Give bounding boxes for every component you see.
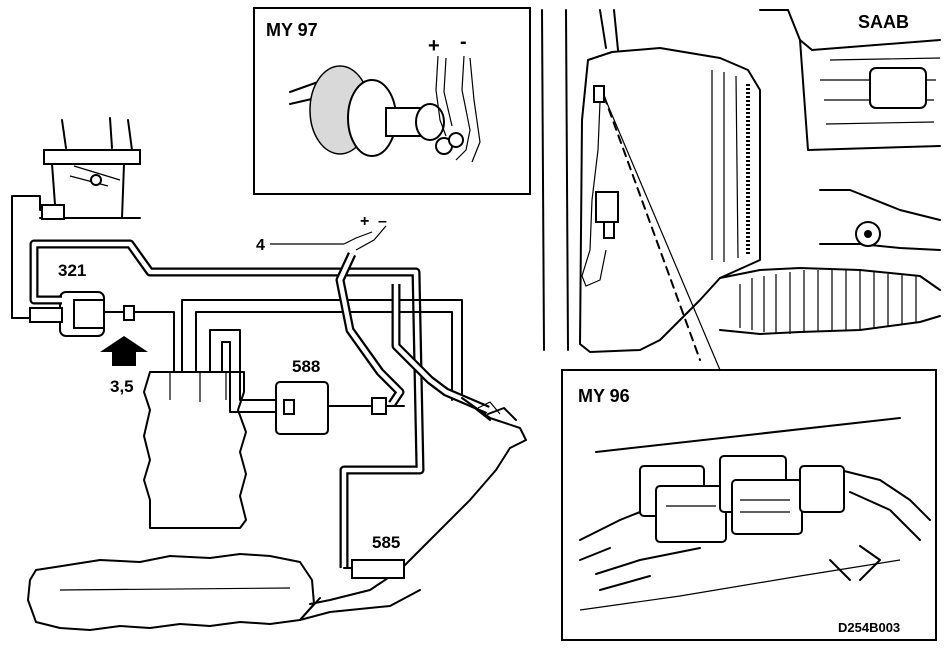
brand-badge: SAAB bbox=[858, 12, 909, 32]
purge-valve bbox=[11, 291, 135, 337]
inset-my96: MY 96 bbox=[561, 369, 937, 641]
wire-plus-sign: + bbox=[360, 213, 369, 230]
engine-bay-view: SAAB bbox=[541, 9, 941, 371]
inset-my97-title: MY 97 bbox=[266, 20, 318, 40]
label-3-5: 3,5 bbox=[110, 377, 134, 396]
figure-id: D254B003 bbox=[838, 620, 900, 635]
flow-arrow bbox=[100, 336, 148, 366]
canister bbox=[27, 553, 315, 631]
pressure-regulator bbox=[343, 559, 405, 579]
intake-tube bbox=[309, 397, 527, 605]
label-588: 588 bbox=[292, 357, 320, 376]
engine-block bbox=[143, 371, 247, 529]
wire-minus-sign: – bbox=[378, 213, 387, 230]
throttle-bracket bbox=[39, 117, 141, 219]
label-321: 321 bbox=[58, 261, 86, 280]
label-4: 4 bbox=[256, 237, 265, 254]
inset-my97-plus: + bbox=[428, 35, 440, 57]
fuel-system-schematic: 321 3,5 4 + – bbox=[11, 117, 527, 631]
inset-my97: MY 97 + - bbox=[253, 7, 531, 195]
fuel-filter bbox=[275, 381, 405, 435]
inset-my96-title: MY 96 bbox=[578, 386, 630, 406]
label-585: 585 bbox=[372, 533, 400, 552]
inset-my97-minus: - bbox=[460, 31, 467, 53]
